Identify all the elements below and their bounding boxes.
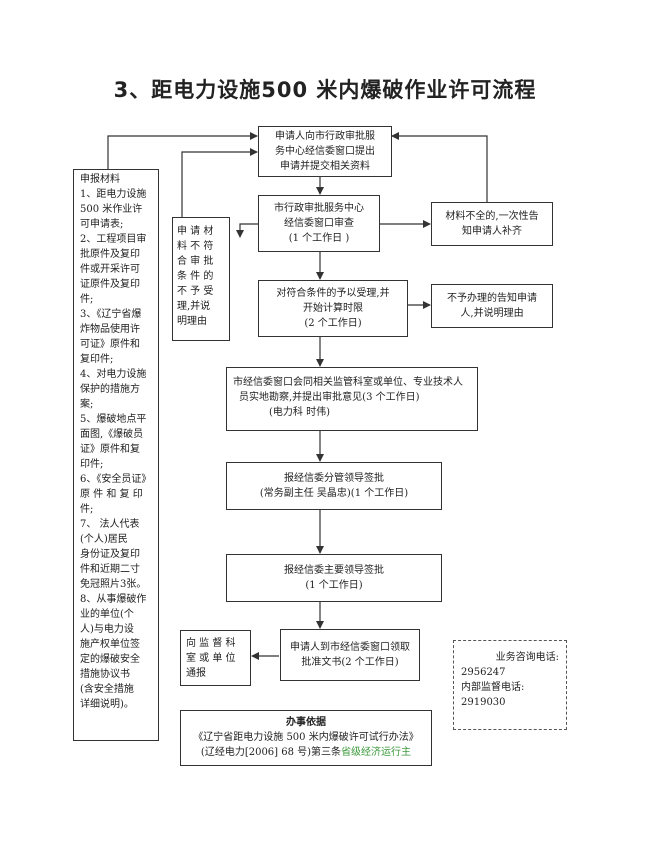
step-accept-line: (2 个工作日) [304, 318, 362, 329]
materials-item-line: 2、工程项目审 [80, 234, 147, 245]
materials-item-line: 保护的措施方 [80, 384, 140, 395]
materials-item-line: 件; [80, 504, 94, 515]
not-handled-line: 人,并说明理由 [460, 308, 524, 319]
materials-item-line: 业的单位(个 [80, 609, 134, 620]
materials-item-line: 可证》原件和 [80, 339, 140, 350]
step-chief-line: 报经信委主要领导签批 [284, 565, 384, 576]
basis-article-green: 省级经济运行主 [341, 747, 412, 758]
supervise-phone-number: 2919030 [461, 697, 506, 708]
arrow-not-approved-to-apply [181, 148, 258, 217]
materials-item-line: 证原件及复印 [80, 279, 140, 290]
materials-item-line: 件和近期二寸 [80, 564, 140, 575]
materials-item-line: (含安全措施 [80, 684, 134, 695]
step-review-line: (1 个工作日 ) [288, 233, 350, 244]
materials-item-line: 4、对电力设施 [80, 369, 147, 380]
step-apply-line: 务中心经信委窗口提出 [275, 146, 375, 157]
incomplete-line: 材料不全的,一次性告 [445, 211, 539, 222]
step-review-line: 经信委窗口审查 [284, 218, 354, 229]
step-chief-sign: 报经信委主要领导签批 (1 个工作日) [226, 554, 442, 602]
basis-box: 办事依据 《辽宁省距电力设施 500 米内爆破许可试行办法》 (辽经电力[200… [180, 710, 432, 766]
materials-item-line: 500 米作业许 [80, 204, 143, 215]
materials-heading: 申报材料 [80, 174, 120, 185]
not-approved-line: 明理由 [177, 316, 207, 327]
materials-item-line: 6、《安全员证》 [80, 474, 152, 485]
materials-item-line: 炸物品使用许 [80, 324, 140, 335]
step-chief-line: (1 个工作日) [305, 580, 363, 591]
step-accept: 对符合条件的予以受理,并 开始计算时限 (2 个工作日) [258, 280, 408, 337]
step-accept-line: 对符合条件的予以受理,并 [276, 288, 390, 299]
side-incomplete: 材料不全的,一次性告 知申请人补齐 [431, 202, 553, 246]
materials-item-line: 人)与电力设 [80, 624, 134, 635]
supervise-phone-label: 内部监督电话: [461, 682, 525, 693]
materials-list: 申报材料 1、距电力设施 500 米作业许可申请表; 2、工程项目审批原件及复印件或开… [80, 172, 152, 712]
materials-item-line: 详细说明)。 [80, 699, 134, 710]
not-approved-line: 条 件 的 [177, 271, 214, 282]
consult-phone-number: 2956247 [461, 667, 506, 678]
step-apply-line: 申请并提交相关资料 [280, 161, 370, 172]
materials-item-line: 件; [80, 294, 94, 305]
step-collect-line: 申请人到市经信委窗口领取 [290, 642, 410, 653]
step-apply: 申请人向市行政审批服 务中心经信委窗口提出 申请并提交相关资料 [258, 126, 392, 177]
materials-box: 申报材料 1、距电力设施 500 米作业许可申请表; 2、工程项目审批原件及复印件或开… [73, 169, 159, 741]
materials-item-line: 3、《辽宁省爆 [80, 309, 142, 320]
step-collect: 申请人到市经信委窗口领取 批准文书(2 个工作日) [280, 629, 420, 681]
not-approved-line: 不 予 受 [177, 286, 214, 297]
materials-item-line: 印件; [80, 459, 104, 470]
materials-item-line: 措施协议书 [80, 669, 130, 680]
step-survey-line: (电力科 时伟) [269, 407, 330, 418]
materials-item-line: 定的爆破安全 [80, 654, 140, 665]
materials-item-line: 面图,《爆破员 [80, 429, 144, 440]
not-approved-line: 合 审 批 [177, 256, 214, 267]
basis-regulation: 《辽宁省距电力设施 500 米内爆破许可试行办法》 [193, 732, 419, 743]
step-accept-line: 开始计算时限 [303, 303, 363, 314]
step-collect-line: 批准文书(2 个工作日) [301, 657, 399, 668]
incomplete-line: 知申请人补齐 [462, 226, 522, 237]
step-deputy-line: (常务副主任 吴晶忠)(1 个工作日) [259, 488, 409, 499]
step-survey-line: 市经信委窗口会同相关监管科室或单位、专业技术人 [233, 377, 463, 388]
materials-item-line: 可申请表; [80, 219, 124, 230]
step-survey-line: 员实地勘察,并提出审批意见(3 个工作日) [239, 392, 420, 403]
not-approved-line: 申 请 材 [177, 226, 214, 237]
arrow-review-to-not-approved [236, 223, 258, 238]
materials-item-line: 8、从事爆破作 [80, 594, 147, 605]
materials-item-line: 施产权单位签 [80, 639, 140, 650]
materials-item-line: 5、爆破地点平 [80, 414, 147, 425]
materials-item-line: 批原件及复印 [80, 249, 140, 260]
notify-line: 室 或 单 位 [186, 653, 236, 664]
materials-item-line: 证》原件和复 [80, 444, 140, 455]
step-deputy-line: 报经信委分管领导签批 [284, 473, 384, 484]
not-handled-line: 不予办理的告知申请 [447, 293, 537, 304]
notify-line: 通报 [186, 668, 206, 679]
basis-article-main: (辽经电力[2006] 68 号)第三条 [200, 747, 342, 758]
materials-item-line: (个人)居民 [80, 534, 128, 545]
arrow-materials-to-apply [107, 132, 258, 169]
basis-article: (辽经电力[2006] 68 号)第三条省级经济运行主 [187, 745, 425, 760]
materials-item-line: 免冠照片3张。 [80, 579, 147, 590]
materials-item-line: 1、距电力设施 [80, 189, 147, 200]
contact-box: 业务咨询电话: 2956247 内部监督电话: 2919030 [453, 640, 567, 730]
materials-item-line: 身份证及复印 [80, 549, 140, 560]
basis-heading: 办事依据 [286, 717, 326, 728]
page-title: 3、距电力设施500 米内爆破作业许可流程 [113, 78, 537, 102]
side-not-handled: 不予办理的告知申请 人,并说明理由 [431, 284, 553, 328]
not-approved-line: 理,并说 [177, 301, 211, 312]
materials-item-line: 7、 法人代表 [80, 519, 140, 530]
not-approved-line: 料 不 符 [177, 241, 214, 252]
step-review-line: 市行政审批服务中心 [274, 203, 364, 214]
step-apply-line: 申请人向市行政审批服 [275, 131, 375, 142]
notify-line: 向 监 督 科 [186, 638, 236, 649]
materials-item-line: 复印件; [80, 354, 114, 365]
materials-item-line: 案; [80, 399, 94, 410]
side-notify: 向 监 督 科 室 或 单 位 通报 [180, 630, 251, 686]
consult-phone-label: 业务咨询电话: [495, 652, 559, 663]
arrow-incomplete-to-apply [391, 132, 488, 202]
side-not-approved: 申 请 材 料 不 符 合 审 批 条 件 的 不 予 受 理,并说 明理由 [172, 217, 230, 341]
step-review: 市行政审批服务中心 经信委窗口审查 (1 个工作日 ) [258, 195, 380, 252]
step-deputy-sign: 报经信委分管领导签批 (常务副主任 吴晶忠)(1 个工作日) [226, 462, 442, 510]
materials-item-line: 件或开采许可 [80, 264, 140, 275]
step-survey: 市经信委窗口会同相关监管科室或单位、专业技术人 员实地勘察,并提出审批意见(3 … [226, 367, 478, 431]
materials-item-line: 原 件 和 复 印 [80, 489, 143, 500]
